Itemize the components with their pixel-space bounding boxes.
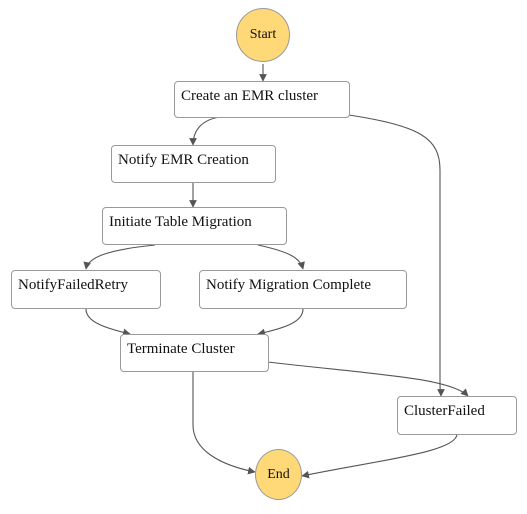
edge-initiate-migration-to-notify-failed-retry — [83, 244, 156, 270]
node-notify-migration-complete-label: Notify Migration Complete — [206, 277, 371, 293]
node-notify-failed-retry-label: NotifyFailedRetry — [18, 277, 128, 293]
edge-notify-migration-complete-to-terminate-cluster — [257, 308, 304, 337]
node-create-emr-cluster-label: Create an EMR cluster — [181, 88, 319, 104]
start-label: Start — [249, 27, 277, 42]
edge-create-emr-to-cluster-failed — [348, 114, 445, 397]
edge-create-emr-to-notify-emr — [189, 116, 221, 146]
edge-terminate-cluster-to-end — [192, 372, 256, 475]
node-notify-migration-complete: Notify Migration Complete — [199, 270, 407, 309]
node-initiate-table-migration-label: Initiate Table Migration — [109, 214, 252, 230]
node-cluster-failed-label: ClusterFailed — [404, 403, 485, 419]
edge-cluster-failed-to-end — [301, 433, 458, 479]
node-notify-failed-retry: NotifyFailedRetry — [11, 270, 161, 309]
edge-terminate-cluster-to-cluster-failed — [267, 361, 469, 397]
node-create-emr-cluster: Create an EMR cluster — [174, 81, 350, 118]
node-initiate-table-migration: Initiate Table Migration — [102, 207, 287, 245]
start-node: Start — [236, 8, 290, 62]
node-notify-emr-creation: Notify EMR Creation — [111, 145, 276, 183]
node-notify-emr-creation-label: Notify EMR Creation — [118, 152, 249, 168]
end-label: End — [267, 466, 290, 482]
node-terminate-cluster: Terminate Cluster — [120, 334, 269, 372]
edge-initiate-migration-to-notify-migration-complete — [257, 244, 305, 270]
edge-notify-failed-retry-to-terminate-cluster — [85, 308, 131, 337]
end-node: End — [255, 449, 302, 500]
node-terminate-cluster-label: Terminate Cluster — [127, 341, 235, 357]
node-cluster-failed: ClusterFailed — [397, 396, 517, 435]
